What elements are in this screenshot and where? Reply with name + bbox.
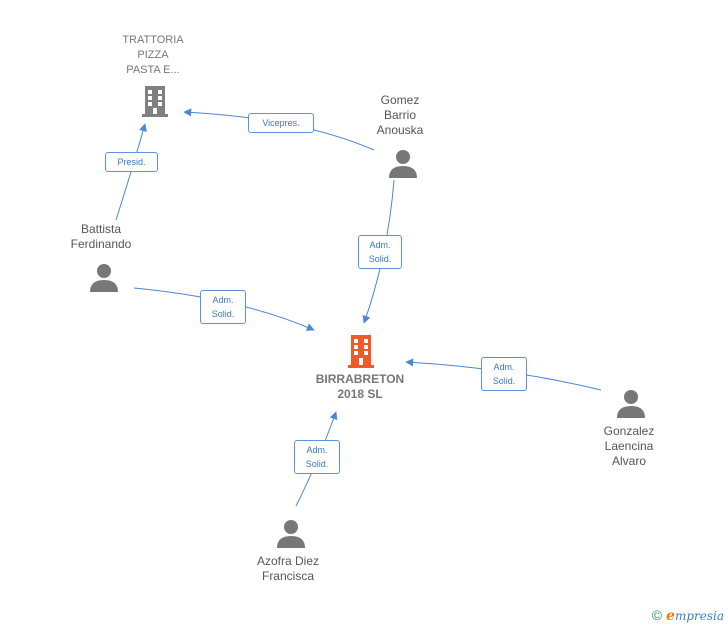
node-label-azofra[interactable]: Azofra Diez Francisca (256, 554, 320, 583)
node-label-trattoria[interactable]: TRATTORIA PIZZA PASTA E... (122, 34, 184, 76)
node-label-gonzalez[interactable]: Gonzalez Laencina Alvaro (603, 424, 655, 468)
edge-label-presid: Presid. (105, 152, 158, 172)
node-label-battista[interactable]: Battista Ferdinando (70, 222, 132, 251)
edge-label-azofra-adm: Adm. Solid. (294, 440, 340, 474)
node-label-birrabreton[interactable]: BIRRABRETON 2018 SL (315, 372, 405, 401)
person-icon-gomez[interactable] (388, 148, 418, 183)
empresia-logo[interactable]: ©empresia (652, 607, 724, 624)
brand-name: mpresia (674, 609, 724, 623)
edge-battista-trattoria (115, 123, 147, 221)
edge-label-gomez-adm: Adm. Solid. (358, 235, 402, 269)
edge-label-gonzalez-adm: Adm. Solid. (481, 357, 527, 391)
copyright-icon: © (651, 607, 663, 623)
brand-e: e (666, 608, 675, 624)
person-icon-battista[interactable] (89, 262, 119, 297)
person-icon-azofra[interactable] (276, 518, 306, 553)
person-icon-gonzalez[interactable] (616, 388, 646, 423)
node-label-gomez[interactable]: Gomez Barrio Anouska (376, 93, 424, 137)
edge-label-vicepres: Vicepres. (248, 113, 314, 133)
building-icon-birrabreton[interactable] (345, 333, 377, 374)
building-icon-trattoria[interactable] (139, 84, 171, 123)
edge-label-battista-adm: Adm. Solid. (200, 290, 246, 324)
